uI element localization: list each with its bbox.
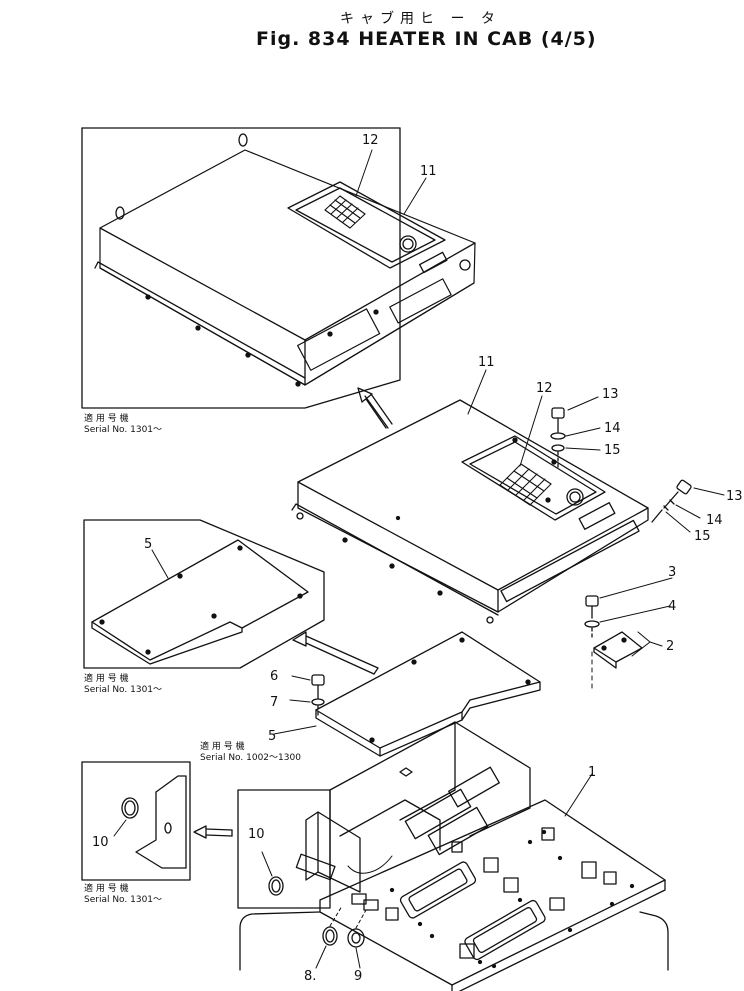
callout-11-inset: 11 bbox=[420, 164, 437, 179]
bolt-group-top bbox=[550, 396, 601, 471]
callout-8: 8. bbox=[304, 969, 316, 984]
callout-9: 9 bbox=[354, 969, 362, 984]
callout-14-top: 14 bbox=[604, 421, 621, 436]
serial-note-4: 適 用 号 機 Serial No. 1301～ bbox=[84, 884, 162, 906]
callout-3: 3 bbox=[668, 565, 676, 580]
serial-value: Serial No. 1002～1300 bbox=[200, 753, 301, 763]
inset-plate-alt bbox=[83, 519, 325, 669]
inset-cover-alt bbox=[81, 127, 476, 409]
callout-11: 11 bbox=[478, 355, 495, 370]
callout-13-top: 13 bbox=[602, 387, 619, 402]
arrow-grommet bbox=[193, 825, 233, 839]
inset-grommet-old bbox=[237, 789, 331, 909]
serial-note-2: 適 用 号 機 Serial No. 1301～ bbox=[84, 674, 162, 696]
callout-6: 6 bbox=[270, 669, 278, 684]
callout-12-inset: 12 bbox=[362, 133, 379, 148]
callout-13-side: 13 bbox=[726, 489, 743, 504]
callout-2: 2 bbox=[666, 639, 674, 654]
base-frame bbox=[295, 721, 666, 991]
callout-15-top: 15 bbox=[604, 443, 621, 458]
callout-10-inset: 10 bbox=[92, 835, 109, 850]
serial-label: 適 用 号 機 bbox=[84, 674, 129, 684]
figure-title: Fig. 834 HEATER IN CAB (4/5) bbox=[256, 28, 597, 50]
serial-label: 適 用 号 機 bbox=[84, 414, 129, 424]
callout-10: 10 bbox=[248, 827, 265, 842]
callout-15-side: 15 bbox=[694, 529, 711, 544]
callout-5-inset: 5 bbox=[144, 537, 152, 552]
serial-label: 適 用 号 機 bbox=[84, 884, 129, 894]
serial-note-1: 適 用 号 機 Serial No. 1301～ bbox=[84, 414, 162, 436]
callout-14-side: 14 bbox=[706, 513, 723, 528]
inset-grommet-alt bbox=[81, 761, 191, 881]
bolt-group-side bbox=[651, 479, 725, 533]
callout-1: 1 bbox=[588, 765, 596, 780]
plate-main bbox=[273, 631, 541, 757]
cab-floor-outline bbox=[239, 911, 669, 971]
figure-title-japanese: キャブ用ヒ ー タ bbox=[340, 11, 501, 27]
serial-value: Serial No. 1301～ bbox=[84, 425, 163, 435]
arrow-to-inset bbox=[357, 387, 393, 429]
serial-value: Serial No. 1301～ bbox=[84, 685, 163, 695]
callout-numbers: 12 11 11 12 13 14 15 13 14 15 5 3 4 2 6 … bbox=[92, 133, 743, 984]
serial-value: Serial No. 1301～ bbox=[84, 895, 163, 905]
callout-5: 5 bbox=[268, 729, 276, 744]
callout-12: 12 bbox=[536, 381, 553, 396]
bolt-6-7 bbox=[289, 674, 325, 717]
serial-label: 適 用 号 機 bbox=[200, 742, 245, 752]
callout-7: 7 bbox=[270, 695, 278, 710]
bracket-2 bbox=[584, 577, 673, 691]
grommets-8-9 bbox=[315, 905, 367, 969]
main-cover bbox=[291, 369, 649, 624]
serial-note-3: 適 用 号 機 Serial No. 1002～1300 bbox=[200, 742, 301, 764]
arrow-plate bbox=[292, 631, 379, 675]
callout-4: 4 bbox=[668, 599, 676, 614]
